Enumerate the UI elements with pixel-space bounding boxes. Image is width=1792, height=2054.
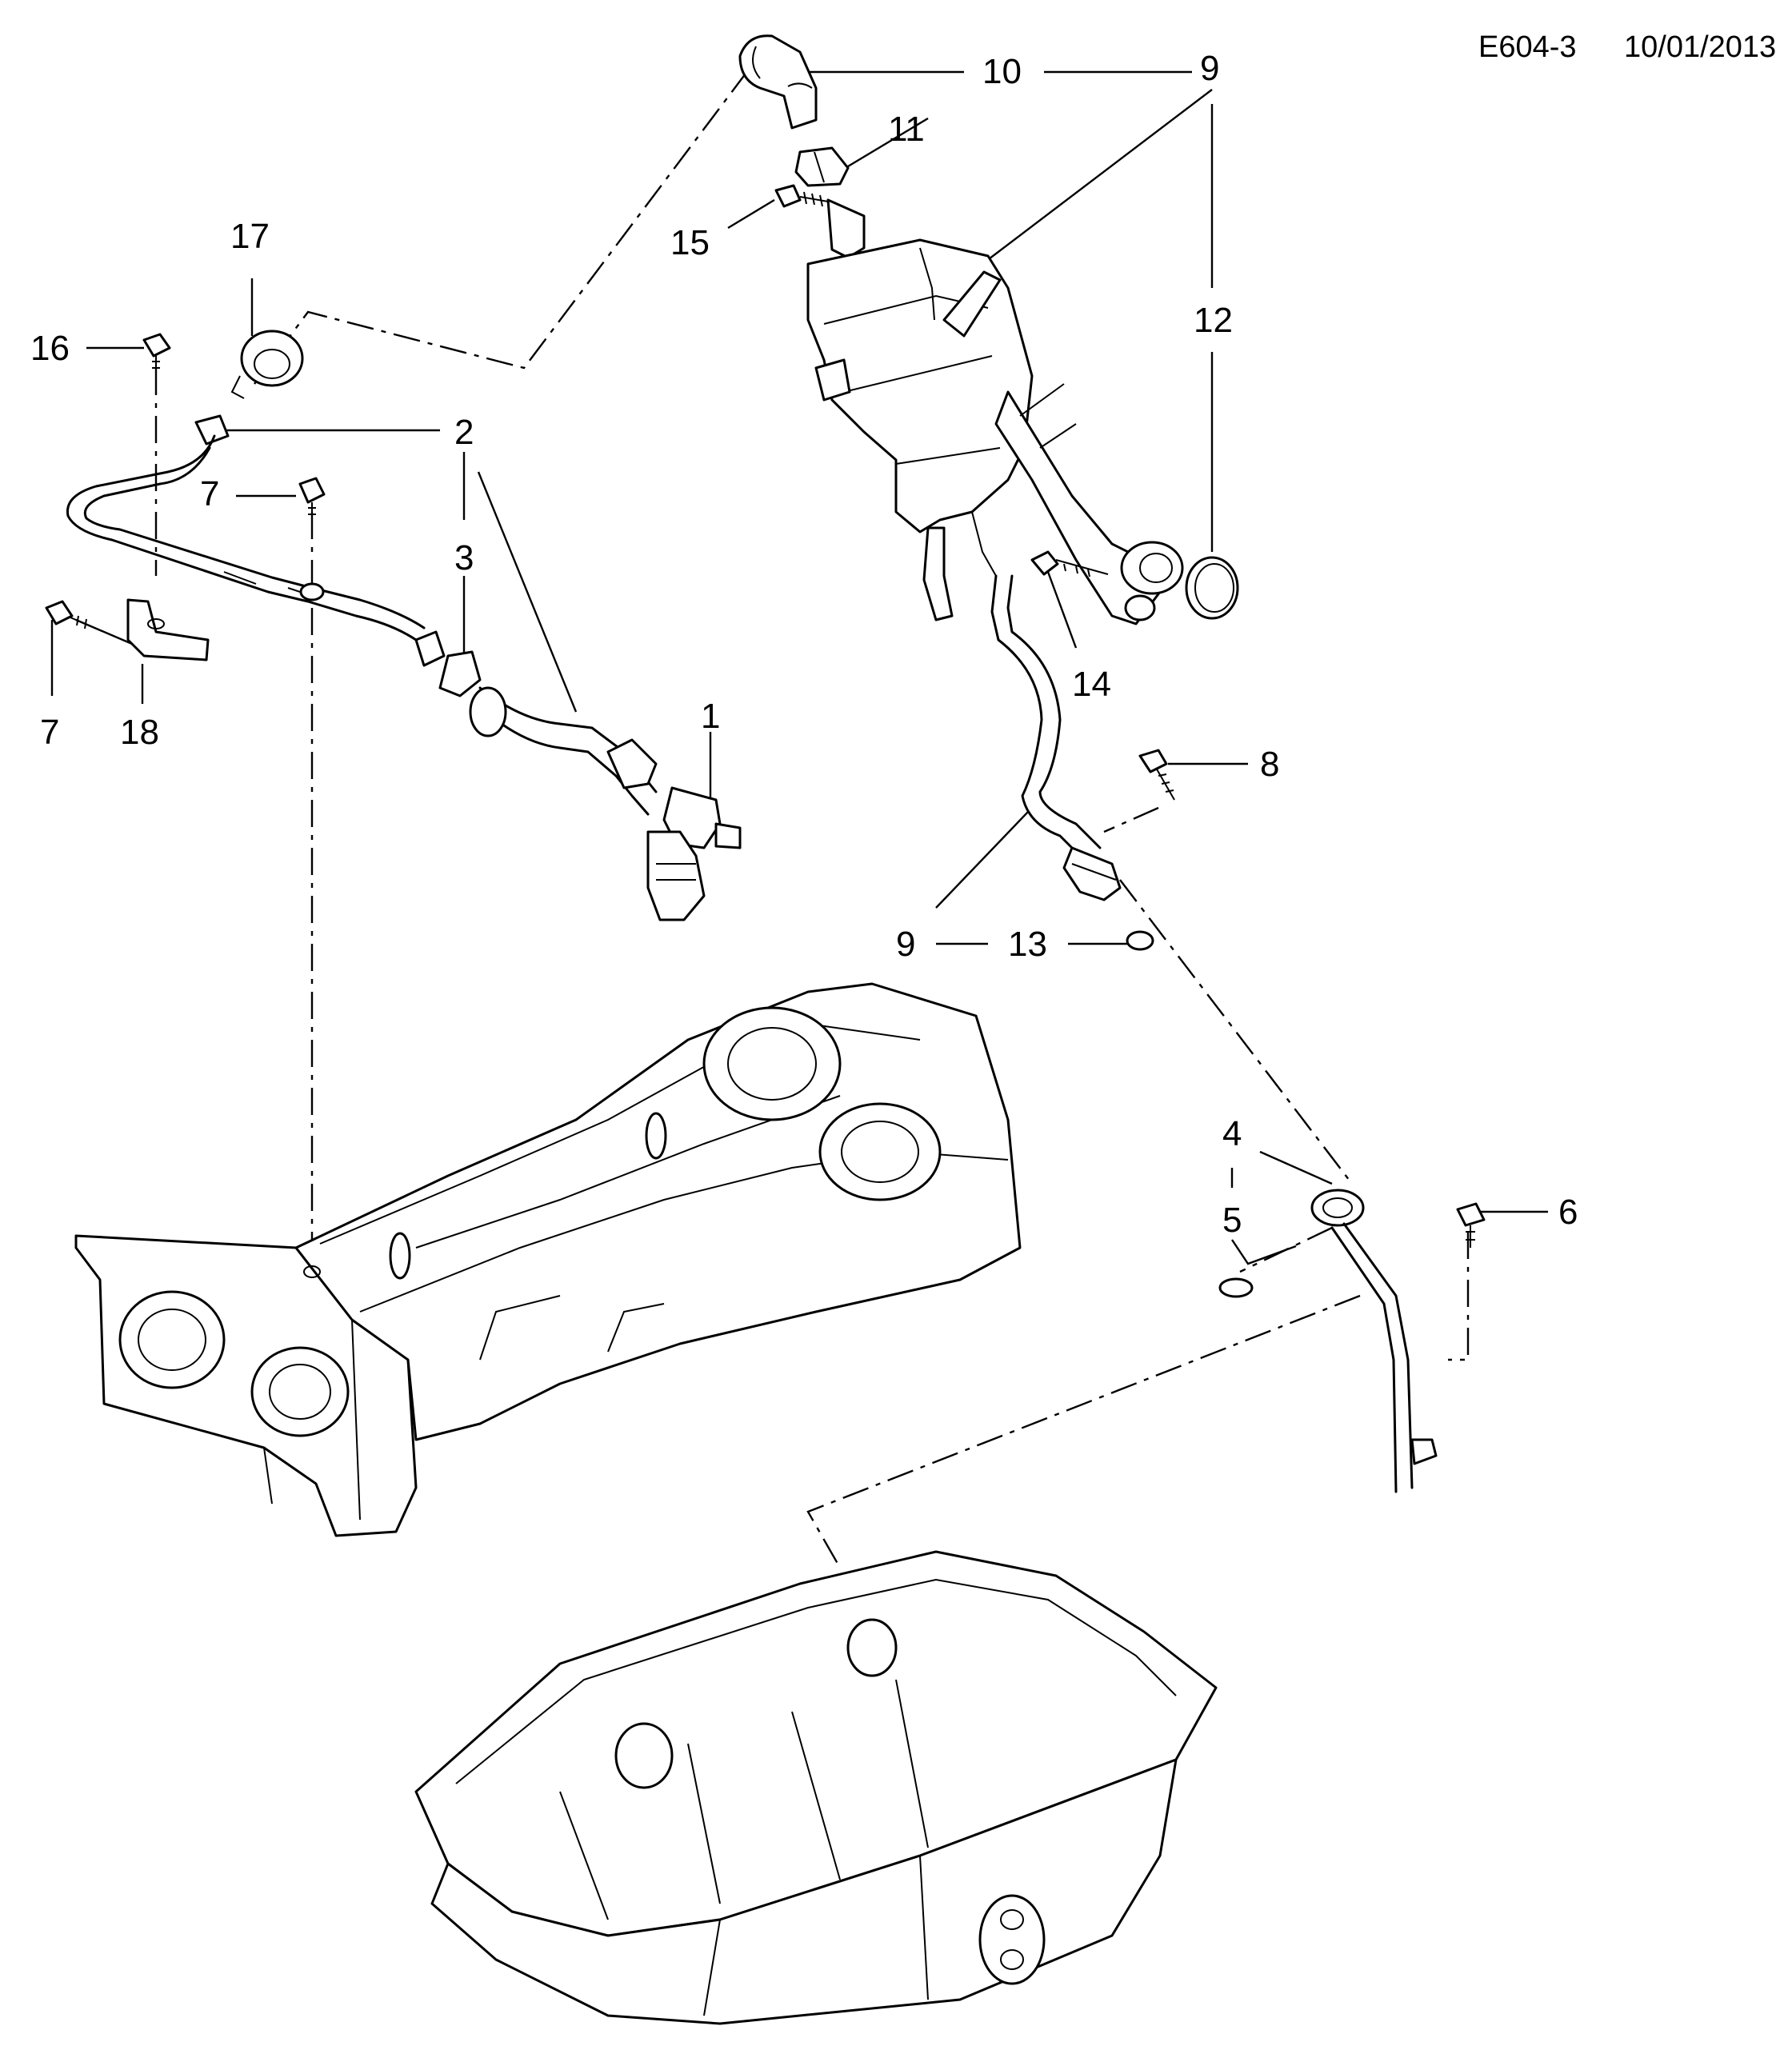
callout-3: 3: [454, 538, 474, 577]
callout-numbers: 1 2 3 4 5 6 7 7 8 9 9 10 11 12 13 14 15 …: [30, 49, 1578, 1240]
callout-2: 2: [454, 413, 474, 452]
callout-8: 8: [1260, 745, 1279, 784]
oil-pan: [414, 1550, 1218, 2025]
leader-lines: [50, 70, 1548, 1265]
callout-16: 16: [30, 329, 70, 368]
callout-7-top: 7: [200, 474, 219, 514]
bolt-8: [1138, 749, 1175, 801]
bolt-7-top: [298, 477, 326, 520]
o-ring-12: [1185, 556, 1239, 620]
seal-5: [1218, 1277, 1254, 1298]
vent-hose: [66, 330, 658, 816]
oil-separator: [806, 198, 1184, 625]
bolt-16: [142, 333, 171, 376]
callout-18: 18: [120, 713, 159, 752]
callout-17: 17: [230, 217, 270, 256]
callout-9-top: 9: [1200, 49, 1219, 88]
callout-5: 5: [1222, 1201, 1242, 1240]
drawing-date: 10/01/2013: [1624, 30, 1777, 64]
callout-13: 13: [1008, 925, 1047, 964]
callout-12: 12: [1194, 301, 1233, 340]
callout-11: 11: [888, 110, 925, 149]
drawing-code: E604-3: [1478, 30, 1577, 64]
elbow-hose: [738, 34, 850, 187]
callout-4: 4: [1222, 1114, 1242, 1153]
bolt-7-left: [45, 600, 105, 633]
callout-1: 1: [701, 697, 720, 736]
dipstick-tube: [1310, 1189, 1438, 1493]
bolt-6: [1456, 1202, 1486, 1248]
bolt-14: [1030, 550, 1109, 577]
callout-14: 14: [1072, 665, 1111, 704]
sensor: [646, 786, 742, 921]
bolt-15: [774, 184, 829, 208]
callout-7-left: 7: [40, 713, 59, 752]
seal-13: [1126, 930, 1154, 951]
callout-9-bottom: 9: [896, 925, 915, 964]
drain-hose: [990, 574, 1122, 901]
callout-15: 15: [670, 223, 710, 262]
callout-6: 6: [1558, 1193, 1578, 1232]
cylinder-head-cover: [74, 982, 1022, 1537]
callout-10: 10: [982, 52, 1022, 91]
